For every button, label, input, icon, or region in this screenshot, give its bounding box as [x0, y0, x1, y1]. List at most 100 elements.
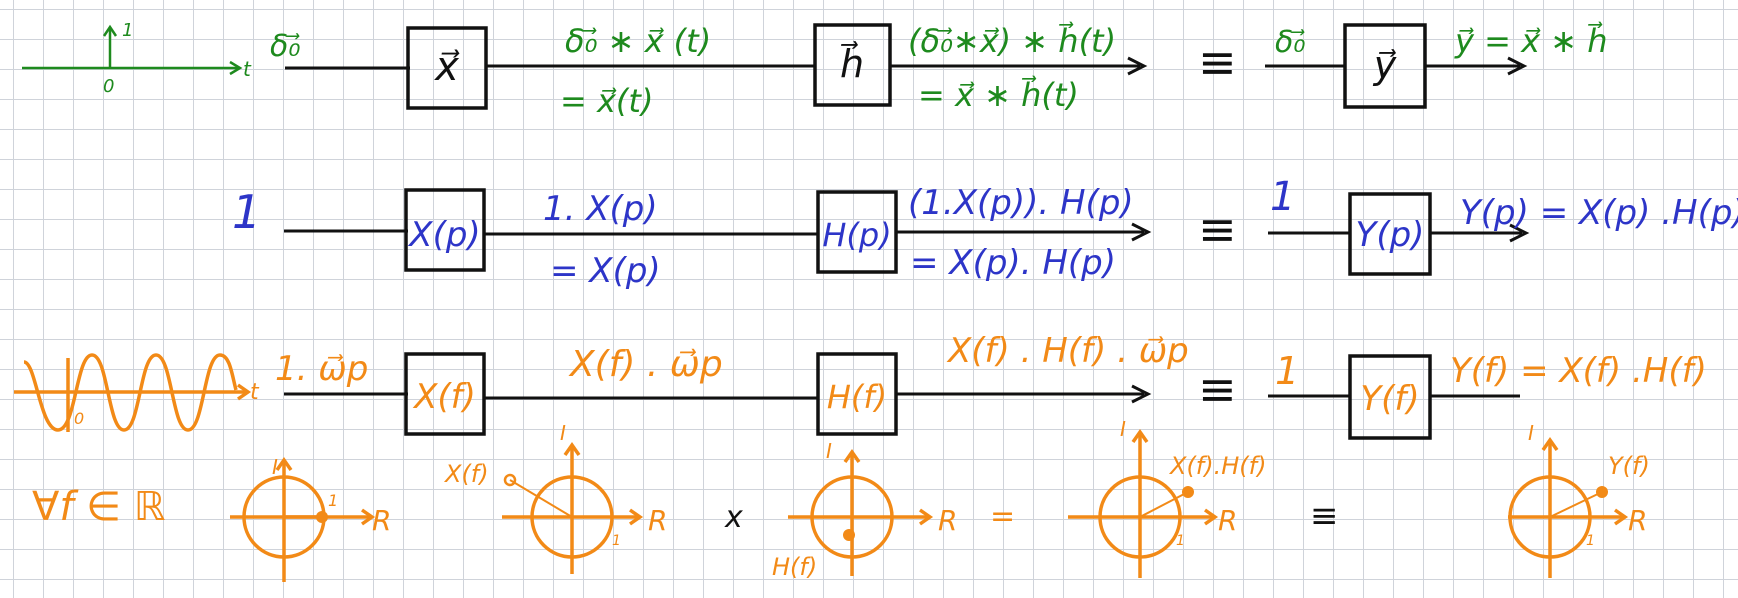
sine-time-axis-arrow	[236, 383, 252, 401]
row3-block-yf-label: Y(f)	[1360, 379, 1419, 419]
row2-block-yp-label: Y(p)	[1356, 215, 1425, 255]
time-axis-arrow	[229, 60, 243, 76]
row2-block-xp	[404, 188, 486, 272]
phasor-point-2	[503, 473, 517, 487]
phasor-vector-4	[1139, 491, 1189, 518]
row4-equiv: ≡	[1310, 496, 1339, 536]
phasor-point-4	[1182, 486, 1194, 498]
row2-result: Y(p) = X(p) .H(p)	[1460, 193, 1738, 233]
phasor-label-h: H(f)	[772, 553, 817, 581]
phasor-x	[502, 441, 644, 574]
row3-mid-top: X(f) . ω⃗p	[568, 344, 723, 385]
impulse-t-label: t	[243, 57, 252, 81]
phasor-input	[230, 456, 376, 582]
imag-axis-arrow-4	[1131, 428, 1149, 444]
phasor-point-3	[843, 529, 855, 541]
forall-label: ∀f ∈ ℝ	[32, 484, 165, 530]
imag-axis-arrow-3	[843, 448, 861, 464]
real-label-2: R	[648, 504, 667, 537]
imag-label-4: I	[1120, 417, 1126, 441]
real-label-4: R	[1218, 504, 1237, 537]
row1-result: y⃗ = x⃗ ∗ h⃗	[1454, 21, 1607, 60]
imag-label-5: I	[1528, 421, 1534, 445]
row2-output-arrow	[1131, 222, 1152, 242]
real-axis-arrow-4	[1203, 508, 1219, 526]
imag-label-1: I	[272, 455, 278, 479]
imag-axis-arrow-2	[563, 441, 581, 457]
row2-mid-bottom: = X(p)	[550, 251, 661, 291]
phasor-vector-5	[1549, 491, 1603, 518]
real-axis-arrow-2	[628, 508, 644, 526]
impulse-arrow	[102, 24, 118, 37]
phasor-vector-2	[509, 479, 573, 518]
impulse-unit-label: 1	[122, 20, 133, 41]
imag-axis-arrow-5	[1541, 436, 1559, 452]
row-4-phasors: ∀f ∈ ℝ I R 1 I R 1 X(f) x	[32, 417, 1650, 582]
row2-block-hp-label: H(p)	[822, 216, 891, 254]
real-label-3: R	[938, 504, 957, 537]
imag-label-2: I	[560, 421, 566, 445]
impulse-plot	[22, 24, 243, 76]
row2-eq-output-arrow	[1509, 223, 1530, 243]
row2-block-xp-label: X(p)	[407, 215, 480, 255]
row1-block-y-label: y⃗	[1373, 43, 1397, 87]
row1-out-top: (δ₀⃗∗x⃗) ∗ h⃗(t)	[908, 21, 1116, 60]
row1-block-h-label: h⃗	[840, 41, 864, 86]
sine-plot	[14, 353, 252, 432]
phasor-point-1	[316, 511, 328, 523]
real-axis-arrow-1	[360, 508, 376, 526]
sine-zero-label: 0	[74, 409, 84, 428]
impulse-zero-label: 0	[103, 76, 114, 97]
row3-input-label: 1. ω⃗p	[275, 349, 368, 389]
phasor-xh	[1068, 428, 1219, 578]
row2-out-bottom: = X(p). H(p)	[910, 243, 1116, 283]
row1-mid-bottom: = x⃗(t)	[560, 82, 653, 120]
row3-block-xf	[404, 352, 486, 436]
sine-t-label: t	[250, 380, 260, 405]
row1-eq-output-arrow	[1507, 56, 1528, 76]
imag-label-3: I	[826, 439, 832, 463]
row3-equiv: ≡	[1198, 362, 1237, 416]
row-2-laplace: 1 X(p) 1. X(p) = X(p) H(p) (1.X(p)). H(p…	[232, 174, 1738, 291]
real-axis-arrow-5	[1613, 508, 1629, 526]
unit-label-2: 1	[612, 533, 621, 549]
row1-block-x-label: x⃗	[433, 44, 459, 90]
row3-result: Y(f) = X(f) .H(f)	[1450, 351, 1707, 391]
row1-output-arrow	[1127, 56, 1148, 76]
unit-label-1: 1	[328, 491, 338, 510]
real-label-1: R	[372, 504, 391, 537]
phasor-label-xh: X(f).H(f)	[1168, 452, 1266, 480]
equals-symbol: =	[990, 499, 1015, 534]
row2-mid-top: 1. X(p)	[543, 189, 658, 229]
sine-wave	[23, 353, 238, 432]
row3-out-top: X(f) . H(f) . ω⃗p	[946, 331, 1189, 371]
real-label-5: R	[1628, 504, 1647, 537]
row-3-frequency: 0 t 1. ω⃗p X(f) X(f) . ω⃗p H(f) X(f) . H…	[14, 331, 1707, 440]
phasor-label-y: Y(f)	[1608, 452, 1650, 480]
row3-block-hf-label: H(f)	[827, 378, 887, 416]
row2-eq-input: 1	[1270, 174, 1295, 220]
row2-input-label: 1	[232, 185, 261, 239]
row3-eq-input: 1	[1275, 349, 1299, 393]
imag-axis-arrow-1	[275, 456, 293, 472]
times-symbol: x	[724, 500, 743, 535]
phasor-h	[788, 448, 934, 576]
row1-eq-input: δ₀⃗	[1275, 25, 1305, 60]
row1-mid-top: δ₀⃗ ∗ x⃗ (t)	[565, 22, 711, 60]
row1-equiv: ≡	[1198, 35, 1237, 89]
row2-out-top: (1.X(p)). H(p)	[908, 183, 1134, 223]
phasor-y	[1508, 436, 1629, 578]
row1-block-x	[406, 26, 488, 110]
phasor-point-5	[1596, 486, 1608, 498]
real-axis-arrow-3	[918, 508, 934, 526]
row1-input-label: δ₀⃗	[270, 29, 300, 64]
phasor-label-x: X(f)	[443, 460, 489, 488]
unit-label-5: 1	[1586, 533, 1595, 549]
row1-out-bottom: = x⃗ ∗ h⃗(t)	[918, 75, 1079, 114]
row2-equiv: ≡	[1198, 202, 1237, 256]
unit-label-4: 1	[1176, 533, 1185, 549]
row3-output-arrow	[1131, 384, 1152, 404]
row3-block-xf-label: X(f)	[412, 377, 476, 417]
row-1-convolution: 1 0 t δ₀⃗ x⃗ δ₀⃗ ∗ x⃗ (t) = x⃗(t) h⃗ (δ₀…	[22, 20, 1607, 120]
